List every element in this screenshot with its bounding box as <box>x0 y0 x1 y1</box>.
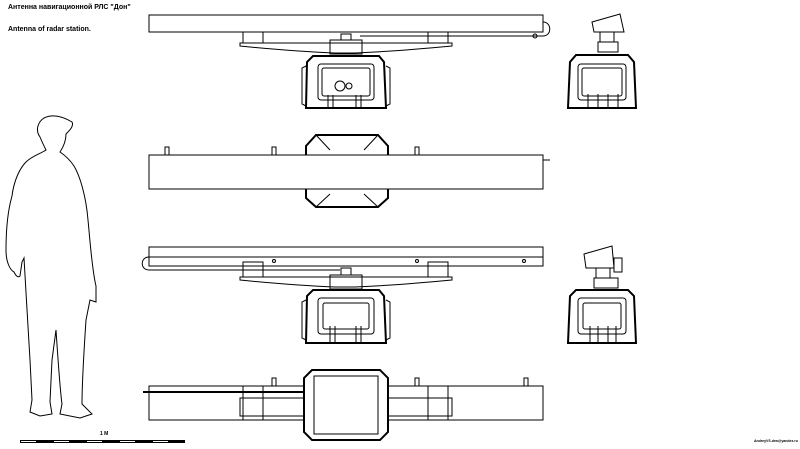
view-side-lower <box>566 245 638 344</box>
scale-bar <box>20 440 185 443</box>
human-silhouette <box>5 115 97 419</box>
view-plan-bottom <box>143 369 544 441</box>
view-side-upper <box>566 13 638 109</box>
author-signature: AndreyVS.drw@yandex.ru <box>754 439 798 443</box>
title-english: Antenna of radar station. <box>8 26 91 33</box>
title-russian: Антенна навигационной РЛС "Дон" <box>8 4 131 11</box>
view-rear-elevation <box>141 246 544 344</box>
view-plan-top <box>148 134 550 208</box>
scale-label: 1 M <box>100 431 109 437</box>
view-front-elevation <box>148 14 551 109</box>
